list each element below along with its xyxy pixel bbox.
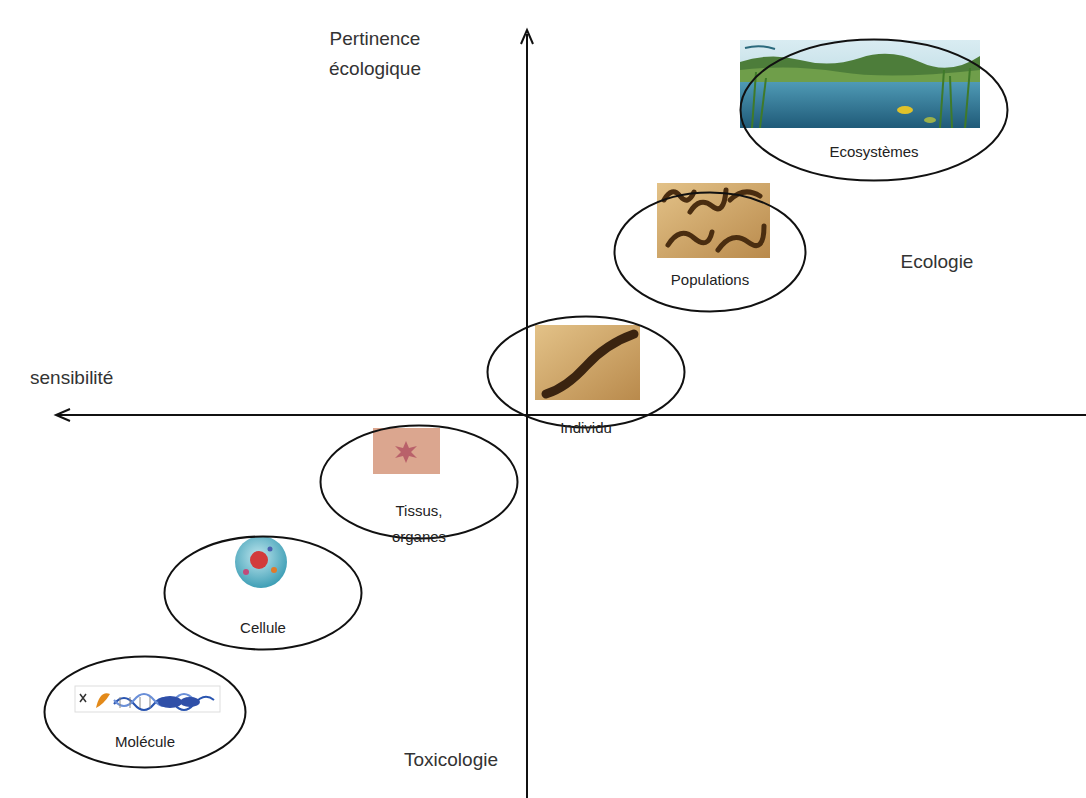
tissue-picture: [373, 428, 440, 474]
ellipse-outline: [43, 655, 247, 769]
level-name: Individu: [521, 415, 651, 441]
ellipse-outline: [739, 38, 1009, 182]
level-ellipse: Individu: [486, 315, 686, 429]
ellipse-outline: [613, 191, 807, 313]
level-ellipse: Cellule: [163, 535, 363, 651]
level-ellipse: Populations: [613, 191, 807, 313]
ellipse-outline: [319, 424, 519, 540]
individual-picture: [535, 325, 640, 400]
level-name: Cellule: [198, 615, 328, 641]
axis-label: Ecologie: [872, 247, 1002, 277]
level-name: Molécule: [80, 729, 210, 755]
ecosystem-picture: [740, 40, 980, 128]
level-ellipse: Tissus, organes: [319, 424, 519, 540]
level-ellipse: Molécule: [43, 655, 247, 769]
ellipse-outline: [486, 315, 686, 429]
level-name: Ecosystèmes: [799, 139, 949, 165]
axis-label: Pertinence écologique: [300, 24, 450, 84]
axis-label: Toxicologie: [381, 745, 521, 775]
level-name: Tissus, organes: [379, 498, 459, 550]
level-ellipse: Ecosystèmes: [739, 38, 1009, 182]
level-name: Populations: [645, 267, 775, 293]
axis-label: sensibilité: [30, 363, 170, 393]
cell-picture: [222, 535, 300, 590]
population-picture: [657, 183, 770, 258]
axes: [56, 30, 1086, 798]
molecule-picture: [75, 686, 220, 712]
